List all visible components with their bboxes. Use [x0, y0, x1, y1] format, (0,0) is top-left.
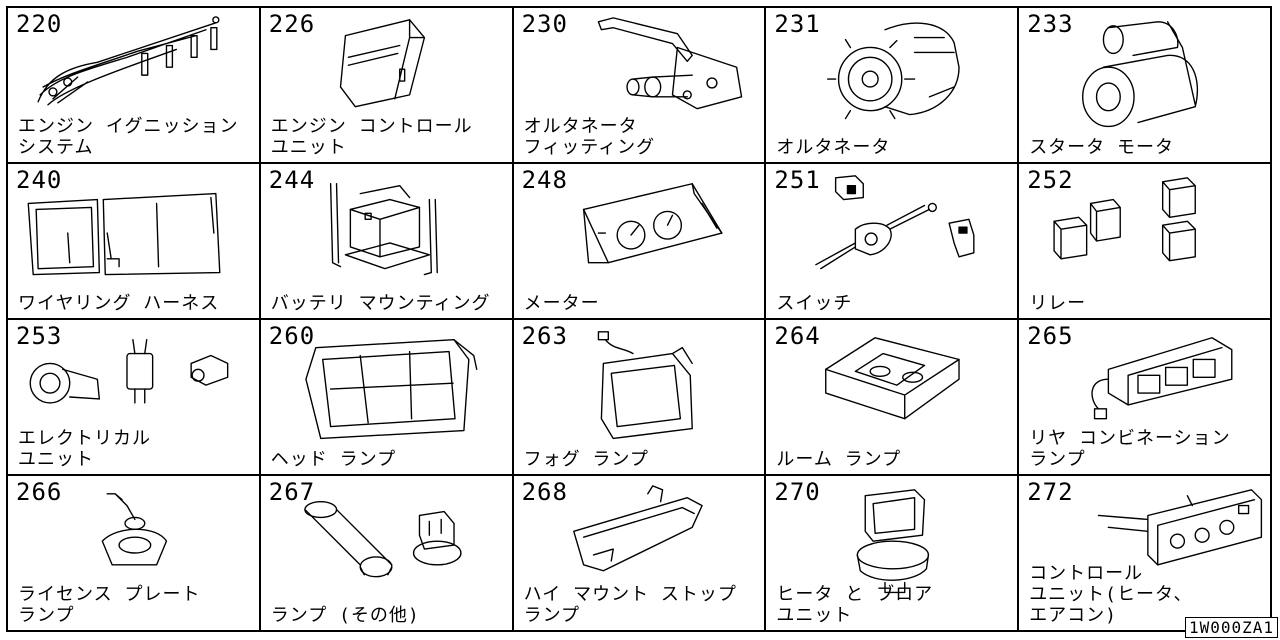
part-label: フォグ ランプ: [523, 449, 649, 470]
part-label: オルタネータフィッティング: [523, 116, 656, 158]
part-code: 272: [1027, 478, 1074, 506]
part-label: ライセンス プレートランプ: [18, 584, 201, 626]
license-plate-lamp-illustration: [101, 493, 168, 566]
part-label: ハイ マウント ストップランプ: [523, 584, 737, 626]
part-label: エンジン コントロールユニット: [270, 116, 473, 158]
part-cell-248[interactable]: 248 メーター: [513, 164, 767, 320]
part-cell-263[interactable]: 263 フォグ ランプ: [513, 320, 767, 476]
part-cell-231[interactable]: 231 オルタネータ: [766, 8, 1020, 164]
part-code: 253: [16, 322, 63, 350]
battery-mounting-illustration: [329, 183, 438, 276]
room-lamp-illustration: [825, 337, 961, 420]
part-label: ヘッド ランプ: [270, 449, 397, 470]
part-label: エレクトリカルユニット: [18, 428, 151, 470]
heater-blower-unit-illustration: [857, 489, 930, 594]
relay-illustration: [1053, 177, 1197, 262]
part-cell-252[interactable]: 252 リレー: [1019, 164, 1272, 320]
part-label: リレー: [1029, 293, 1087, 314]
part-label: ワイヤリング ハーネス: [18, 293, 220, 314]
part-cell-253[interactable]: 253 エレクトリカルユニット: [8, 320, 261, 476]
part-label: バッテリ マウンティング: [270, 293, 491, 314]
part-code: 220: [16, 10, 63, 38]
part-code: 265: [1027, 322, 1074, 350]
part-code: 251: [774, 166, 821, 194]
part-code: 230: [521, 10, 568, 38]
ignition-system-illustration: [37, 16, 220, 106]
part-cell-268[interactable]: 268 ハイ マウント ストップランプ: [513, 476, 767, 632]
part-code: 248: [521, 166, 568, 194]
wiring-harness-illustration: [27, 192, 221, 276]
heater-aircon-control-unit-illustration: [1097, 489, 1263, 566]
part-label: メーター: [523, 293, 600, 314]
parts-index-grid: 220 エンジン イグニッションシステム 226 エンジン コントロールユニット…: [6, 6, 1272, 632]
electrical-unit-illustration: [29, 339, 229, 404]
alternator-fitting-illustration: [597, 17, 742, 110]
part-label: リヤ コンビネーションランプ: [1029, 428, 1231, 470]
diagram-reference-code: 1W000ZA1: [1184, 617, 1278, 638]
part-code: 233: [1027, 10, 1074, 38]
part-cell-270[interactable]: 270 ヒータ と ブロアユニット: [766, 476, 1020, 632]
part-code: 252: [1027, 166, 1074, 194]
part-cell-226[interactable]: 226 エンジン コントロールユニット: [260, 8, 514, 164]
part-code: 226: [268, 10, 316, 38]
fog-lamp-illustration: [597, 331, 693, 440]
starter-motor-illustration: [1082, 21, 1199, 128]
meter-cluster-illustration: [582, 183, 723, 264]
part-code: 260: [268, 322, 316, 350]
switch-illustration: [815, 175, 975, 270]
part-label: スイッチ: [776, 293, 853, 314]
part-cell-267[interactable]: 267 ランプ (その他): [260, 476, 514, 632]
part-cell-266[interactable]: 266 ライセンス プレートランプ: [8, 476, 261, 632]
part-cell-264[interactable]: 264 ルーム ランプ: [766, 320, 1020, 476]
part-cell-240[interactable]: 240 ワイヤリング ハーネス: [8, 164, 261, 320]
part-label: コントロールユニット(ヒータ、エアコン): [1029, 563, 1193, 626]
part-cell-272[interactable]: 272 コントロールユニット(ヒータ、エアコン): [1019, 476, 1272, 632]
part-cell-230[interactable]: 230 オルタネータフィッティング: [513, 8, 767, 164]
part-label: スタータ モータ: [1029, 137, 1175, 158]
part-label: エンジン イグニッションシステム: [18, 116, 239, 158]
part-code: 240: [16, 166, 63, 194]
lamp-other-illustration: [304, 500, 462, 578]
high-mount-stop-lamp-illustration: [572, 485, 703, 572]
part-code: 264: [774, 322, 821, 350]
part-code: 231: [774, 10, 821, 38]
part-label: ルーム ランプ: [776, 449, 902, 470]
part-cell-265[interactable]: 265 リヤ コンビネーションランプ: [1019, 320, 1272, 476]
part-code: 268: [521, 478, 568, 506]
part-cell-251[interactable]: 251 スイッチ: [766, 164, 1020, 320]
rear-combination-lamp-illustration: [1091, 337, 1233, 420]
head-lamp-illustration: [305, 339, 478, 440]
part-code: 270: [774, 478, 821, 506]
part-cell-260[interactable]: 260 ヘッド ランプ: [260, 320, 514, 476]
part-code: 263: [521, 322, 568, 350]
part-code: 244: [268, 166, 316, 194]
part-label: ヒータ と ブロアユニット: [776, 584, 934, 626]
part-label: ランプ (その他): [270, 605, 420, 626]
part-code: 266: [16, 478, 63, 506]
part-cell-233[interactable]: 233 スタータ モータ: [1019, 8, 1272, 164]
part-cell-244[interactable]: 244 バッテリ マウンティング: [260, 164, 514, 320]
part-code: 267: [268, 478, 316, 506]
part-cell-220[interactable]: 220 エンジン イグニッションシステム: [8, 8, 261, 164]
part-label: オルタネータ: [776, 137, 891, 158]
engine-control-unit-illustration: [339, 19, 425, 108]
alternator-illustration: [827, 22, 961, 120]
